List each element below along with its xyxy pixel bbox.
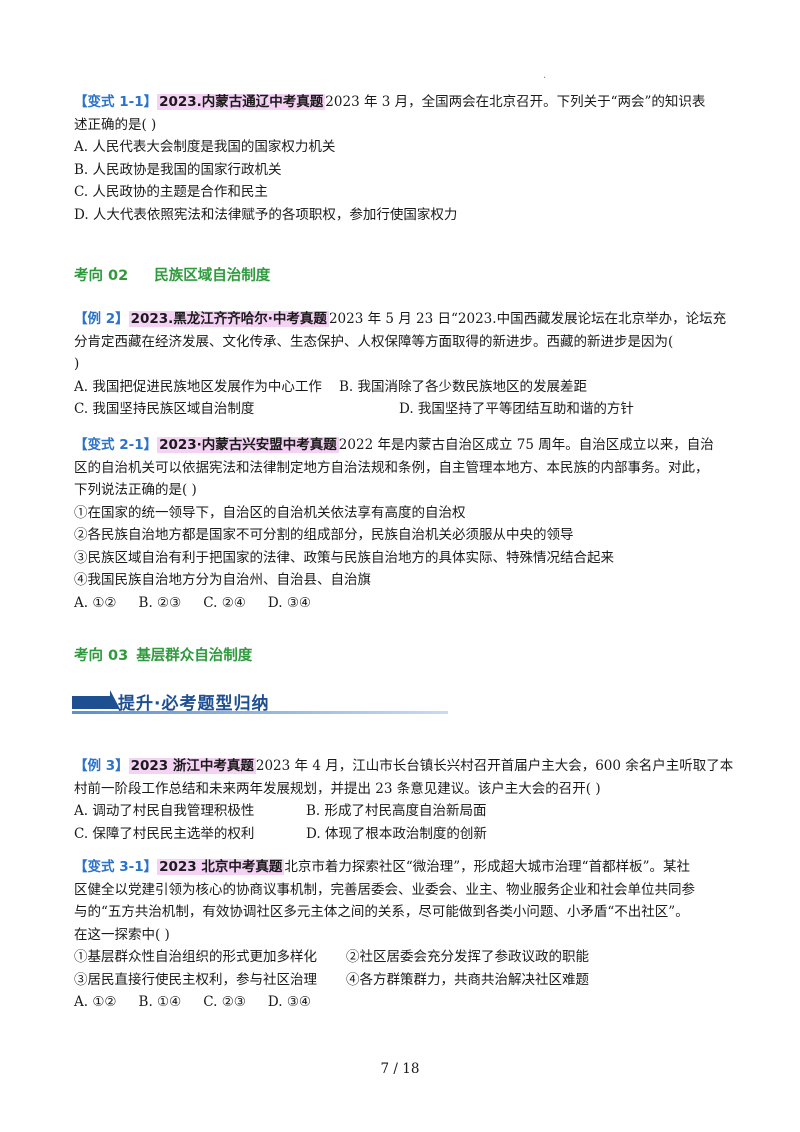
option-d: D. ③④ <box>267 594 312 611</box>
option-c: C. ②④ <box>203 594 246 611</box>
question-stem: 区健全以党建引领为核心的协商议事机制，完善居委会、业委会、业主、物业服务企业和社… <box>74 881 695 898</box>
option-a: A. ①② <box>74 994 117 1010</box>
question-stem: ) <box>74 356 80 372</box>
statement-2: ②社区居委会充分发挥了参政议政的职能 <box>346 949 589 965</box>
statement-1: ①基层群众性自治组织的形式更加多样化 <box>74 949 317 965</box>
option-a: A. 调动了村民自我管理积极性 <box>74 803 255 819</box>
option-a: A. 我国把促进民族地区发展作为中心工作 <box>74 378 322 395</box>
options-grid: A. 我国把促进民族地区发展作为中心工作 B. 我国消除了各少数民族地区的发展差… <box>74 376 734 421</box>
section-title: 基层群众自治制度 <box>136 648 253 664</box>
question-stem: 村前一阶段工作总结和未来两年发展规划，并提出 23 条意见建议。该户主大会的召开… <box>74 780 601 797</box>
question-stem: 北京市着力探索社区“微治理”，形成超大城市治理“首都样板”。某社 <box>284 859 690 875</box>
question-tag: 【变式 3-1】 <box>74 859 158 875</box>
question-stem: 下列说法正确的是( ) <box>74 482 197 498</box>
options-grid: A. 调动了村民自我管理积极性 B. 形成了村民高度自治新局面 C. 保障了村民… <box>74 800 734 845</box>
statement-1: ①在国家的统一领导下，自治区的自治机关依法享有高度的自治权 <box>74 504 466 521</box>
question-stem: 与的“五方共治机制，有效协调社区多元主体之间的关系，尽可能做到各类小问题、小矛盾… <box>74 904 689 920</box>
statement-2: ②各民族自治地方都是国家不可分割的组成部分，民族自治机关必须服从中央的领导 <box>74 527 574 543</box>
statement-3: ③民族区域自治有利于把国家的法律、政策与民族自治地方的具体实际、特殊情况结合起来 <box>74 549 614 566</box>
option-d: D. 体现了根本政治制度的创新 <box>306 825 487 842</box>
banner-title: 提升·必考题型归纳 <box>118 694 270 714</box>
question-stem: 在这一探索中( ) <box>74 926 170 943</box>
option-a: A. ①② <box>74 594 117 611</box>
question-tag: 【例 3】 <box>74 758 129 774</box>
option-b: B. 我国消除了各少数民族地区的发展差距 <box>339 378 588 395</box>
section-title: 民族区域自治制度 <box>154 268 271 284</box>
question-stem: 2023 年 4 月，江山市长台镇长兴村召开首届户主大会，600 余名户主听取了… <box>255 758 734 774</box>
option-b: B. 形成了村民高度自治新局面 <box>306 803 487 819</box>
question-stem: 2023 年 5 月 23 日“2023.中国西藏发展论坛在北京举办，论坛充 <box>328 311 727 327</box>
question-source: 2023 北京中考真题 <box>157 859 285 875</box>
question-variant-3-1: 【变式 3-1】2023 北京中考真题北京市着力探索社区“微治理”，形成超大城市… <box>74 856 734 1014</box>
question-source: 2023.黑龙江齐齐哈尔·中考真题 <box>128 311 329 327</box>
question-source: 2023.内蒙古通辽中考真题 <box>157 94 326 110</box>
option-d: D. 我国坚持了平等团结互助和谐的方针 <box>399 401 634 417</box>
option-a: A. 人民代表大会制度是我国的国家权力机关 <box>74 139 336 155</box>
question-source: 2023·内蒙古兴安盟中考真题 <box>157 437 339 453</box>
option-b: B. 人民政协是我国的国家行政机关 <box>74 161 282 178</box>
options-row: A. ①② B. ②③ C. ②④ D. ③④ <box>74 592 734 615</box>
question-stem: 2022 年是内蒙古自治区成立 75 周年。自治区成立以来，自治 <box>338 437 714 453</box>
page-dot: . <box>543 70 547 81</box>
statement-4: ④各方群策群力，共商共治解决社区难题 <box>346 971 589 988</box>
question-tag: 【变式 1-1】 <box>74 94 158 110</box>
option-b: B. ②③ <box>138 594 182 611</box>
question-stem: 区的自治机关可以依据宪法和法律制定地方自治法规和条例，自主管理本地方、本民族的内… <box>74 459 709 476</box>
section-banner: 提升·必考题型归纳 <box>72 690 448 722</box>
question-tag: 【变式 2-1】 <box>74 437 158 453</box>
option-b: B. ①④ <box>138 994 182 1010</box>
option-d: D. ③④ <box>267 994 312 1010</box>
option-c: C. ②③ <box>203 994 246 1010</box>
section-label: 考向 03 <box>74 648 129 664</box>
question-stem: 2023 年 3 月，全国两会在北京召开。下列关于“两会”的知识表 <box>325 94 706 110</box>
option-d: D. 人大代表依照宪法和法律赋予的各项职权，参加行使国家权力 <box>74 206 458 223</box>
option-c: C. 我国坚持民族区域自治制度 <box>74 401 255 417</box>
question-tag: 【例 2】 <box>74 311 129 327</box>
section-label: 考向 02 <box>74 268 129 284</box>
section-heading-02: 考向 02 民族区域自治制度 <box>74 264 270 285</box>
banner-rule <box>72 711 448 714</box>
question-stem: 分肯定西藏在经济发展、文化传承、生态保护、人权保障等方面取得的新进步。西藏的新进… <box>74 333 674 350</box>
options-row: A. ①② B. ①④ C. ②③ D. ③④ <box>74 991 734 1014</box>
statement-4: ④我国民族自治地方分为自治州、自治县、自治旗 <box>74 572 371 588</box>
statement-3: ③居民直接行使民主权利，参与社区治理 <box>74 971 317 988</box>
page-number: 7 / 18 <box>380 1061 420 1077</box>
banner-bar-icon <box>72 696 112 709</box>
option-c: C. 保障了村民民主选举的权利 <box>74 825 255 842</box>
section-heading-03: 考向 03 基层群众自治制度 <box>74 644 252 665</box>
statements-grid: ①基层群众性自治组织的形式更加多样化 ②社区居委会充分发挥了参政议政的职能 ③居… <box>74 946 734 991</box>
banner-wedge-icon <box>110 690 120 709</box>
question-stem: 述正确的是( ) <box>74 116 157 133</box>
question-source: 2023 浙江中考真题 <box>128 758 256 774</box>
option-c: C. 人民政协的主题是合作和民主 <box>74 184 268 200</box>
